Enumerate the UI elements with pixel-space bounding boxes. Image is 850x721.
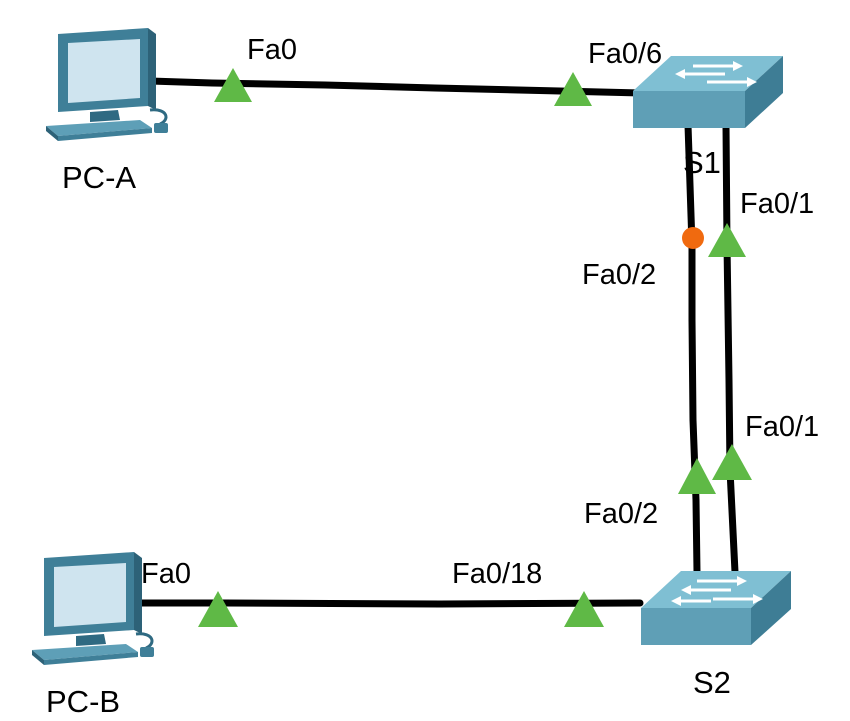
link-up-triangle-icon xyxy=(564,591,604,627)
port-label-s2-fa0-2: Fa0/2 xyxy=(584,498,658,530)
link-up-triangle-icon xyxy=(678,458,716,494)
s2[interactable] xyxy=(641,571,791,645)
port-labels: Fa0 Fa0/6 Fa0/2 Fa0/2 Fa0/1 Fa0/1 Fa0 Fa… xyxy=(141,34,819,590)
port-label-pca-fa0: Fa0 xyxy=(247,34,297,66)
link-up-triangle-icon xyxy=(708,223,746,257)
port-label-pcb-fa0: Fa0 xyxy=(141,558,191,590)
link-up-triangle-icon xyxy=(198,591,238,627)
pc-a[interactable] xyxy=(46,28,168,141)
pc-icon xyxy=(32,552,154,665)
port-indicators xyxy=(198,68,752,627)
port-label-s1-fa0-1: Fa0/1 xyxy=(740,188,814,220)
switch-icon xyxy=(633,56,783,128)
link-blocking-circle-icon xyxy=(682,227,704,249)
pc-icon xyxy=(46,28,168,141)
s2-label: S2 xyxy=(693,665,731,700)
s1[interactable] xyxy=(633,56,783,128)
s1-label: S1 xyxy=(683,145,721,180)
pc-a-label: PC-A xyxy=(62,160,136,195)
link-up-triangle-icon xyxy=(712,444,752,480)
port-label-s1-fa0-2: Fa0/2 xyxy=(582,259,656,291)
port-label-s1-fa0-6: Fa0/6 xyxy=(588,38,662,70)
link-pcb-s2[interactable] xyxy=(131,599,644,608)
link-up-triangle-icon xyxy=(554,72,592,106)
link-up-triangle-icon xyxy=(214,68,252,102)
pc-b[interactable] xyxy=(32,552,154,665)
port-label-s2-fa0-18: Fa0/18 xyxy=(452,558,542,590)
switch-icon xyxy=(641,571,791,645)
link-s1-s2-fa0-1[interactable] xyxy=(722,121,739,576)
port-label-s2-fa0-1: Fa0/1 xyxy=(745,411,819,443)
pc-b-label: PC-B xyxy=(46,684,120,719)
link-s1-s2-fa0-2[interactable] xyxy=(684,121,701,576)
